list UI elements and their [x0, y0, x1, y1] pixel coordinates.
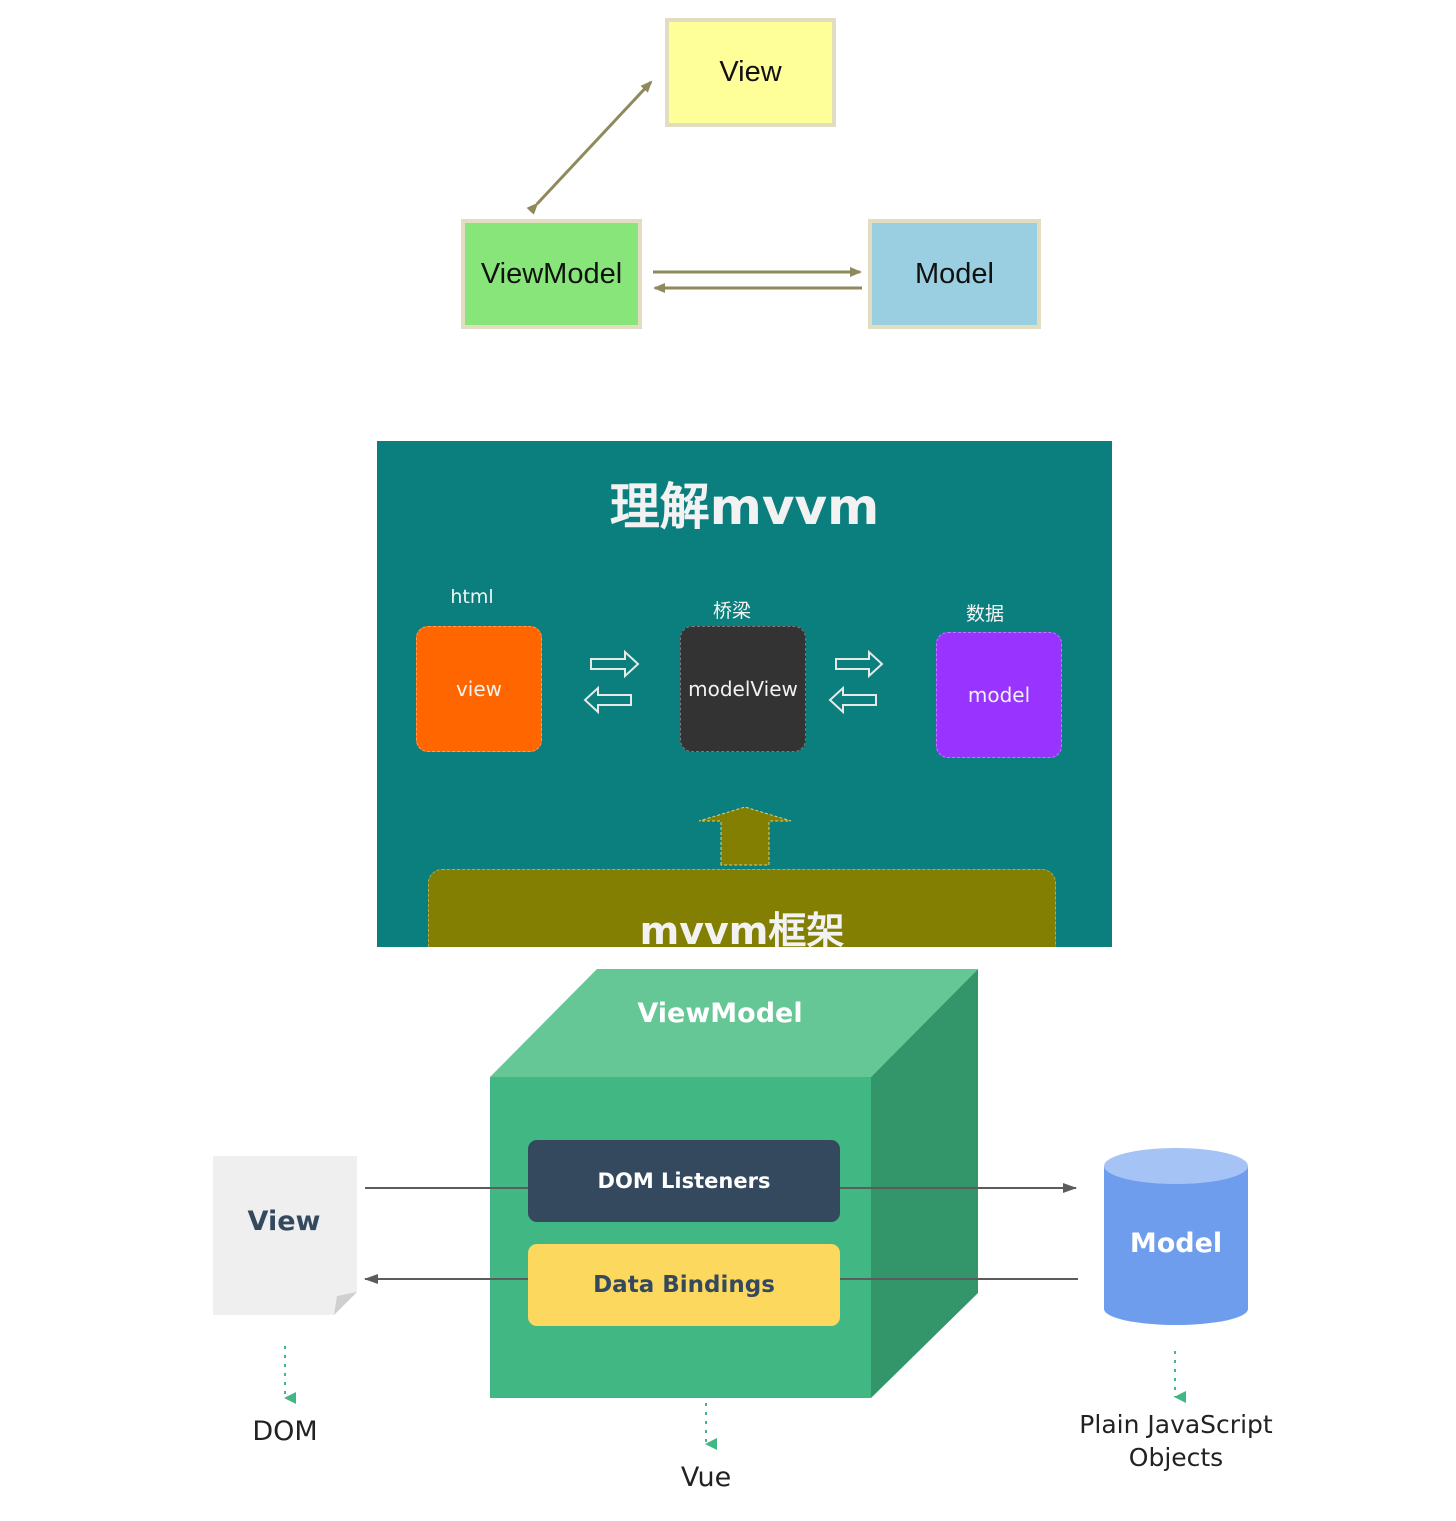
view-page-fold: [334, 1292, 357, 1315]
cube-side: [871, 969, 978, 1398]
model-box: model: [936, 632, 1062, 758]
caption-bridge: 桥梁: [712, 600, 751, 622]
cube-top: [490, 969, 978, 1077]
framework-label: mvvm框架: [639, 909, 845, 947]
cube-front: [490, 1077, 871, 1398]
plain-js-label-line1: Plain JavaScript: [1079, 1410, 1273, 1439]
view-box: View: [665, 18, 836, 127]
dom-label: DOM: [252, 1416, 318, 1447]
vue-label: Vue: [680, 1462, 732, 1493]
hollow-arrow-left-1: [583, 685, 632, 715]
modelview-box: modelView: [680, 626, 806, 752]
dom-listeners-bar: DOM Listeners: [528, 1140, 840, 1222]
model-cylinder-top: [1104, 1148, 1248, 1184]
view-label: View: [247, 1206, 321, 1237]
framework-box: mvvm框架: [428, 869, 1056, 947]
viewmodel-box: ViewModel: [461, 219, 642, 329]
caption-data: 数据: [965, 603, 1004, 625]
hollow-arrow-right-1: [590, 649, 640, 679]
cube-title: ViewModel: [637, 998, 803, 1029]
model-label: Model: [1129, 1228, 1223, 1259]
up-arrow: [698, 806, 792, 866]
hollow-arrow-right-2: [835, 649, 884, 679]
view-box: view: [416, 626, 542, 752]
diagram2-arrows: [583, 649, 884, 866]
diagram2-title: 理解mvvm: [609, 478, 880, 536]
hollow-arrow-left-2: [828, 685, 877, 715]
arrow-view-viewmodel: [526, 80, 653, 215]
diagram1-arrows: [526, 80, 862, 293]
view-page: [213, 1156, 357, 1315]
data-bindings-bar: Data Bindings: [528, 1244, 840, 1326]
caption-html: html: [450, 586, 494, 608]
model-box: Model: [868, 219, 1041, 329]
diagram-understand-mvvm: 理解mvvm html 桥梁 数据 view modelView model m…: [377, 441, 1112, 947]
model-cylinder-body: [1104, 1166, 1248, 1325]
plain-js-label-line2: Objects: [1128, 1443, 1224, 1472]
